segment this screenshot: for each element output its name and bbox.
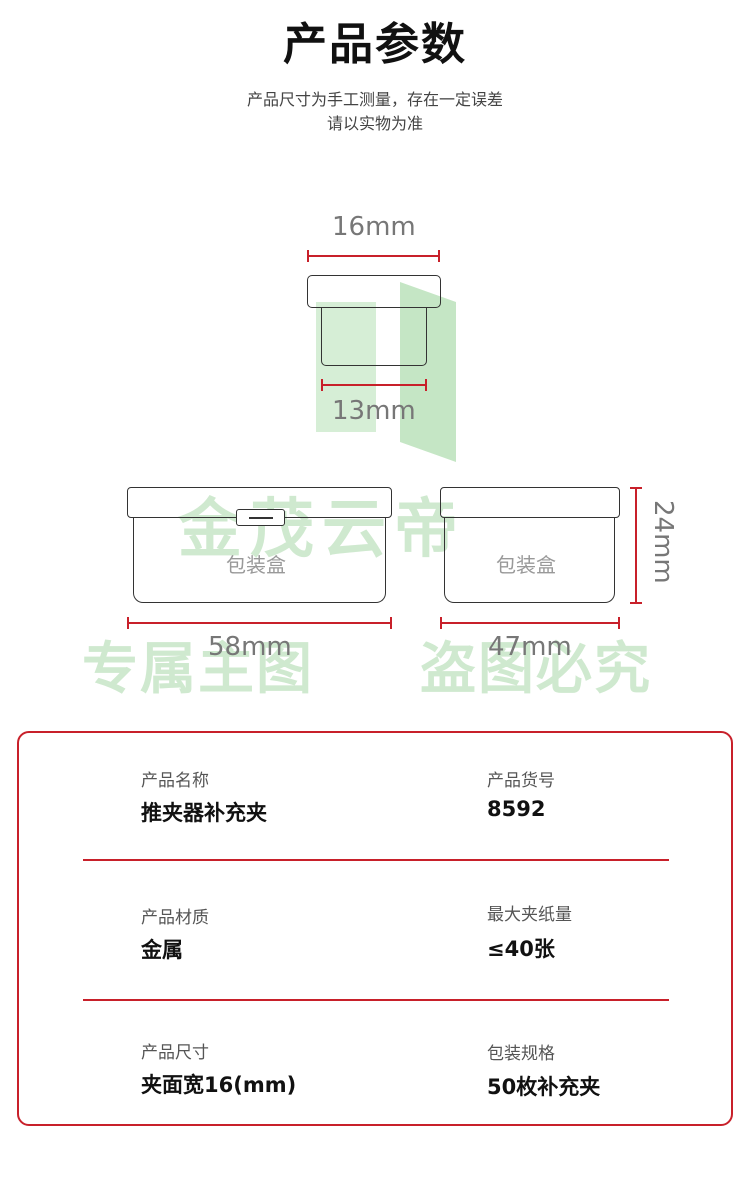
latch-slot bbox=[249, 517, 273, 519]
dimension-line bbox=[440, 622, 620, 624]
spec-label-capacity: 最大夹纸量 bbox=[487, 905, 572, 925]
dimension-tick bbox=[127, 617, 129, 629]
spec-value-package: 50枚补充夹 bbox=[487, 1075, 601, 1099]
dimension-tick bbox=[321, 379, 323, 391]
box-right-label: 包装盒 bbox=[496, 553, 556, 577]
dimension-tick bbox=[307, 250, 309, 262]
clip-width-bottom-label: 13mm bbox=[332, 396, 416, 426]
spec-value-sku: 8592 bbox=[487, 797, 546, 821]
box-right-width-label: 47mm bbox=[488, 632, 572, 662]
dimension-tick bbox=[440, 617, 442, 629]
watermark-text: 金茂云帝 bbox=[178, 493, 466, 567]
watermark-text-left: 专属主图 bbox=[82, 637, 314, 702]
dimension-tick bbox=[618, 617, 620, 629]
dimension-tick bbox=[630, 602, 642, 604]
clip-body-shape bbox=[321, 307, 427, 366]
clip-top-shape bbox=[307, 275, 441, 308]
dimension-line bbox=[127, 622, 392, 624]
page-title: 产品参数 bbox=[283, 19, 467, 70]
measurement-note-2: 请以实物为准 bbox=[326, 114, 423, 133]
spec-value-capacity: ≤40张 bbox=[487, 937, 555, 961]
spec-card: 产品名称 推夹器补充夹 产品货号 8592 产品材质 金属 最大夹纸量 ≤40张… bbox=[17, 731, 733, 1126]
dimension-tick bbox=[425, 379, 427, 391]
spec-label-size: 产品尺寸 bbox=[141, 1043, 209, 1063]
watermark-logo-icon bbox=[316, 282, 456, 462]
spec-label-material: 产品材质 bbox=[141, 908, 209, 928]
clip-width-top-label: 16mm bbox=[332, 212, 416, 242]
box-height-label: 24mm bbox=[648, 500, 678, 584]
spec-label-name: 产品名称 bbox=[141, 771, 209, 791]
spec-divider bbox=[83, 859, 669, 861]
dimension-tick bbox=[630, 487, 642, 489]
dimension-line-vertical bbox=[635, 487, 637, 604]
box-left-width-label: 58mm bbox=[208, 632, 292, 662]
dimension-tick bbox=[390, 617, 392, 629]
watermark-text-right: 盗图必究 bbox=[420, 637, 652, 702]
spec-label-sku: 产品货号 bbox=[487, 771, 555, 791]
box-left-body bbox=[133, 517, 386, 603]
spec-label-package: 包装规格 bbox=[487, 1044, 555, 1064]
dimension-line bbox=[307, 255, 440, 257]
box-right-lid bbox=[440, 487, 620, 518]
spec-value-material: 金属 bbox=[141, 938, 183, 962]
spec-divider bbox=[83, 999, 669, 1001]
box-left-label: 包装盒 bbox=[226, 553, 286, 577]
measurement-note: 产品尺寸为手工测量，存在一定误差 bbox=[246, 90, 503, 109]
spec-value-name: 推夹器补充夹 bbox=[141, 801, 267, 825]
box-right-body bbox=[444, 517, 615, 603]
dimension-tick bbox=[438, 250, 440, 262]
spec-value-size: 夹面宽16(mm) bbox=[141, 1073, 297, 1097]
dimension-line bbox=[321, 384, 427, 386]
